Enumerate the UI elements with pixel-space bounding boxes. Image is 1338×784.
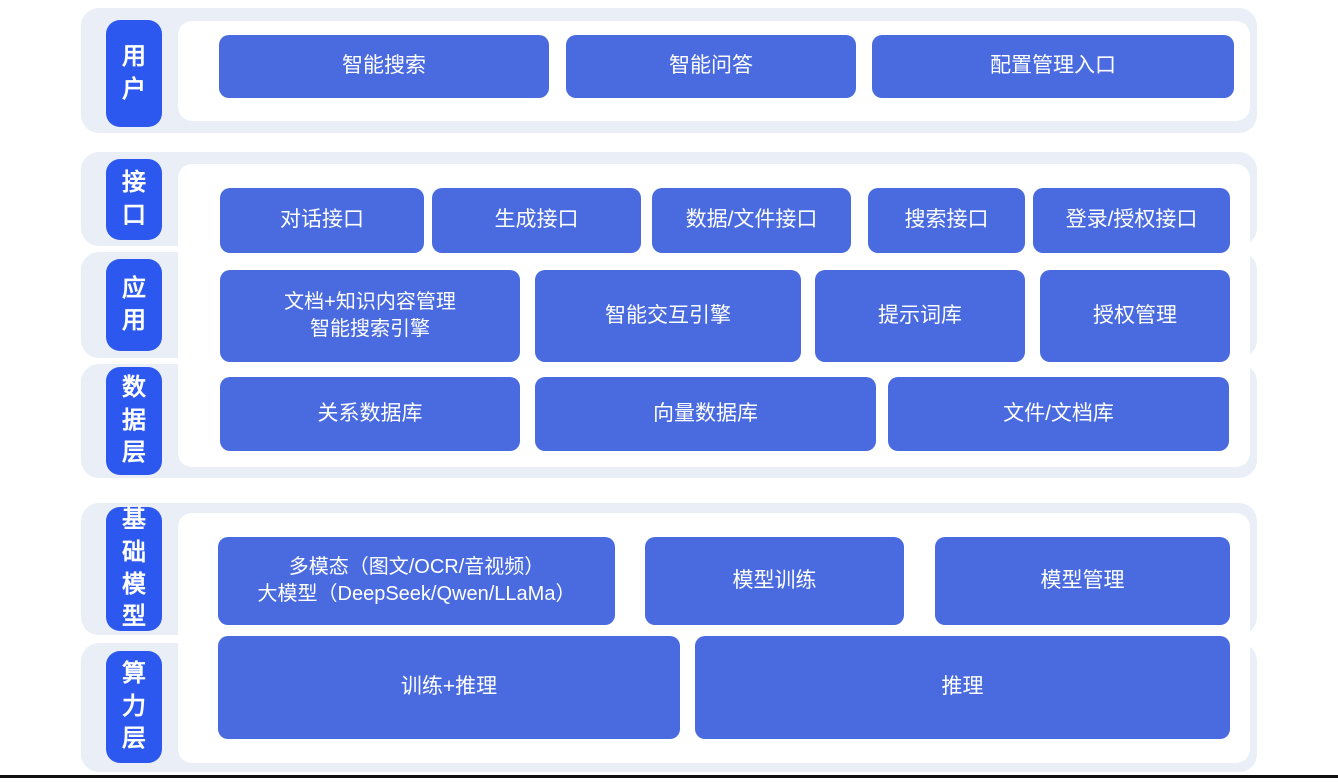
node-inference: 推理 [695,636,1230,739]
node-data-file-api: 数据/文件接口 [652,188,851,253]
node-doc-knowledge-search-engine: 文档+知识内容管理 智能搜索引擎 [220,270,520,362]
node-prompt-library: 提示词库 [815,270,1025,362]
layer-label-data: 数 据 层 [106,367,162,475]
node-model-training: 模型训练 [645,537,904,625]
node-login-auth-api: 登录/授权接口 [1033,188,1230,253]
layer-label-compute: 算 力 层 [106,651,162,763]
node-auth-management: 授权管理 [1040,270,1230,362]
node-relational-db: 关系数据库 [220,377,520,451]
layer-label-interface: 接 口 [106,159,162,240]
layer-label-user: 用 户 [106,20,162,127]
node-dialog-api: 对话接口 [220,188,424,253]
node-config-entry: 配置管理入口 [872,35,1234,98]
layer-label-foundation-model: 基 础 模 型 [106,506,162,631]
node-training-inference: 训练+推理 [218,636,680,739]
node-generation-api: 生成接口 [432,188,641,253]
node-vector-db: 向量数据库 [535,377,876,451]
bottom-divider-line [0,775,1338,778]
node-interactive-engine: 智能交互引擎 [535,270,801,362]
node-search-api: 搜索接口 [868,188,1025,253]
layer-label-application: 应 用 [106,259,162,351]
node-multimodal-llm: 多模态（图文/OCR/音视频） 大模型（DeepSeek/Qwen/LLaMa） [218,537,615,625]
node-file-doc-store: 文件/文档库 [888,377,1229,451]
node-model-management: 模型管理 [935,537,1230,625]
node-smart-qa: 智能问答 [566,35,856,98]
node-smart-search: 智能搜索 [219,35,549,98]
